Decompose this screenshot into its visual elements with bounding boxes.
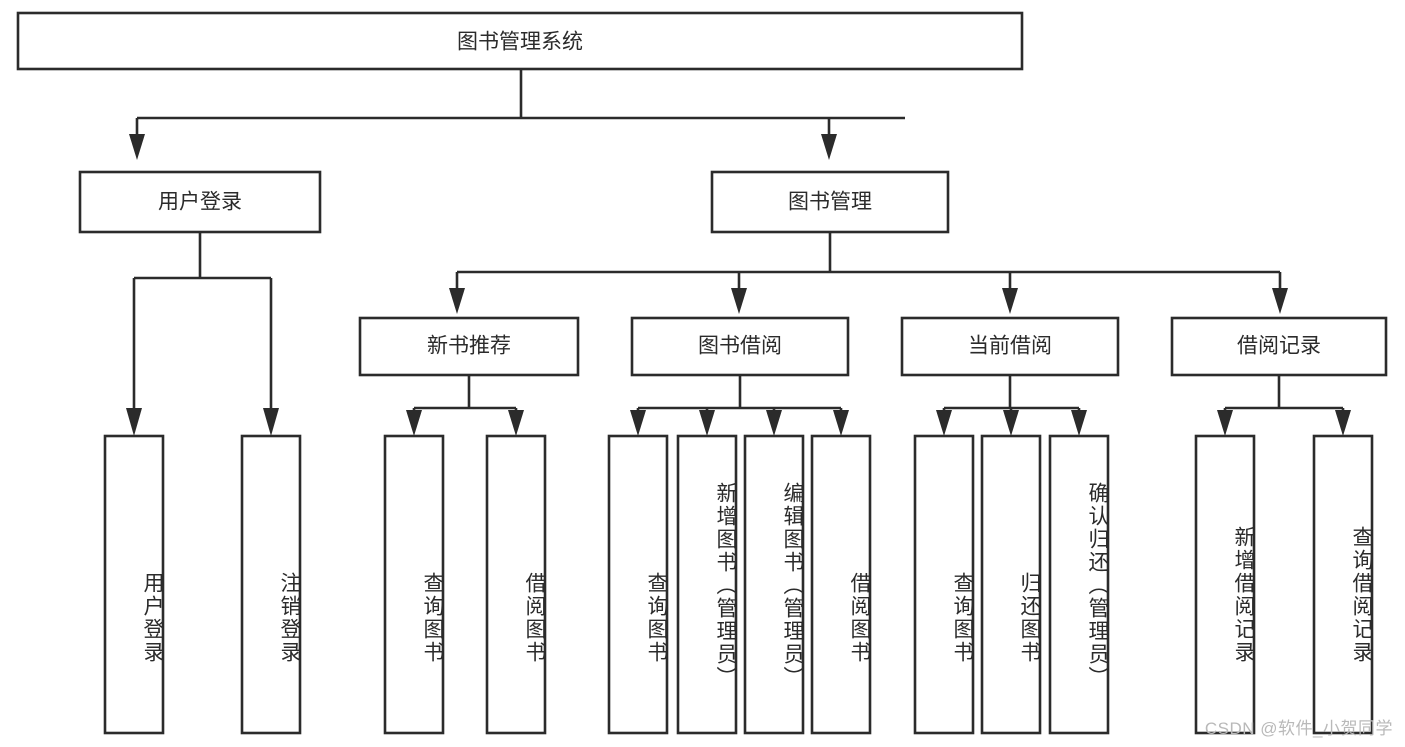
node-user-login[interactable]: 用户登录 [78, 170, 322, 234]
leaf-confirm-return-box[interactable] [1048, 434, 1110, 735]
leaf-borrow-book-2-box[interactable] [810, 434, 872, 735]
node-root[interactable]: 图书管理系统 [16, 11, 1024, 71]
arrow-head-icon [508, 410, 524, 436]
arrow-head-icon [1003, 410, 1019, 436]
connector-current-borrow-to-leaves [936, 375, 1087, 436]
leaf-query-book-2-box[interactable] [607, 434, 669, 735]
arrow-head-icon [1217, 410, 1233, 436]
node-book-borrow-label: 图书借阅 [698, 335, 782, 358]
connector-book-borrow-to-leaves [630, 375, 849, 436]
arrow-head-icon [821, 134, 837, 160]
arrow-head-icon [731, 288, 747, 314]
node-current-borrow-label: 当前借阅 [968, 335, 1052, 358]
arrow-head-icon [936, 410, 952, 436]
arrow-head-icon [699, 410, 715, 436]
node-new-book-recommend-label: 新书推荐 [427, 335, 511, 358]
arrow-head-icon [1071, 410, 1087, 436]
leaf-query-record-box[interactable] [1312, 434, 1374, 735]
leaf-add-record-box[interactable] [1194, 434, 1256, 735]
node-new-book-recommend-box[interactable] [358, 316, 580, 377]
connector-new-book-recommend-to-leaves [406, 375, 524, 436]
node-current-borrow[interactable]: 当前借阅 [900, 316, 1120, 377]
arrow-head-icon [1335, 410, 1351, 436]
arrow-head-icon [129, 134, 145, 160]
node-book-manage-label: 图书管理 [788, 191, 872, 214]
connector-user-login-to-leaves [126, 232, 279, 436]
node-user-login-box[interactable] [78, 170, 322, 234]
csdn-watermark: CSDN @软件_小贺同学 [1204, 719, 1393, 738]
arrow-head-icon [1272, 288, 1288, 314]
arrow-head-icon [766, 410, 782, 436]
arrow-head-icon [126, 408, 142, 436]
arrow-head-icon [406, 410, 422, 436]
node-borrow-record[interactable]: 借阅记录 [1170, 316, 1388, 377]
node-borrow-record-label: 借阅记录 [1237, 335, 1321, 358]
arrow-head-icon [630, 410, 646, 436]
connector-root-to-level2 [129, 69, 905, 160]
arrow-head-icon [449, 288, 465, 314]
node-user-login-label: 用户登录 [158, 191, 242, 214]
node-new-book-recommend[interactable]: 新书推荐 [358, 316, 580, 377]
node-root-box[interactable] [16, 11, 1024, 71]
arrow-head-icon [1002, 288, 1018, 314]
leaf-edit-book-box[interactable] [743, 434, 805, 735]
connector-borrow-record-to-leaves [1217, 375, 1351, 436]
leaf-borrow-book-1-box[interactable] [485, 434, 547, 735]
leaf-query-book-1-box[interactable] [383, 434, 445, 735]
node-current-borrow-box[interactable] [900, 316, 1120, 377]
leaf-add-book-box[interactable] [676, 434, 738, 735]
leaf-return-book-box[interactable] [980, 434, 1042, 735]
arrow-head-icon [833, 410, 849, 436]
arrow-head-icon [263, 408, 279, 436]
leaf-logout-login-box[interactable] [240, 434, 302, 735]
leaf-user-login-box[interactable] [103, 434, 165, 735]
node-root-label: 图书管理系统 [457, 31, 583, 54]
node-book-borrow[interactable]: 图书借阅 [630, 316, 850, 377]
connector-book-manage-to-level3 [449, 232, 1288, 314]
node-book-manage[interactable]: 图书管理 [710, 170, 950, 234]
leaf-query-book-3-box[interactable] [913, 434, 975, 735]
